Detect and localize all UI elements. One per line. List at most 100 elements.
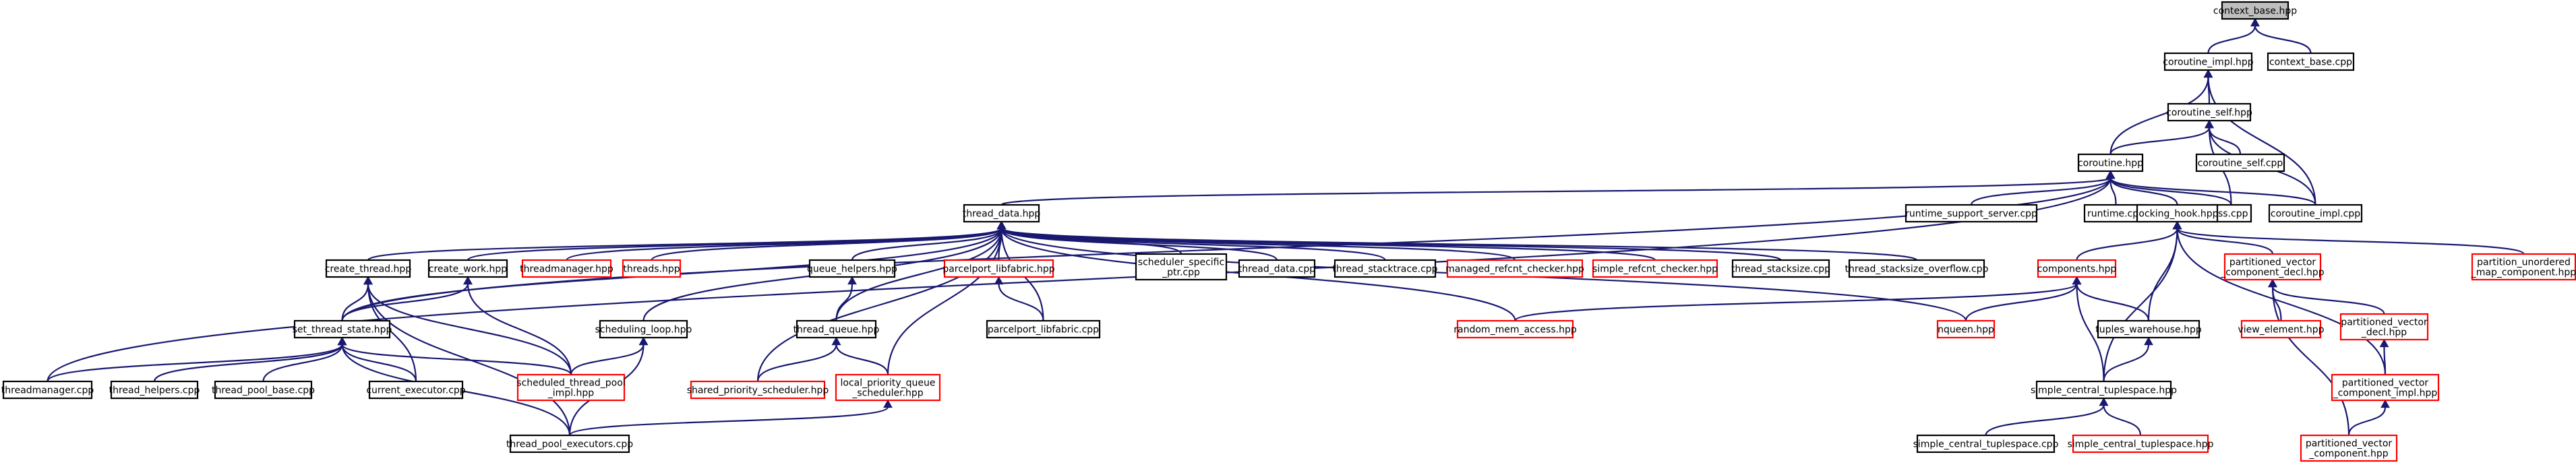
node-label: random_mem_access.hpp xyxy=(1454,325,1577,336)
node-label: thread_data.hpp xyxy=(963,209,1041,220)
node-label: create_thread.hpp xyxy=(325,264,412,275)
node-label: thread_stacksize_overflow.cpp xyxy=(1845,264,1989,275)
node-label: scheduler_specific xyxy=(1138,257,1224,268)
node-label: _map_component.hpp xyxy=(2471,268,2576,278)
edges-layer xyxy=(47,18,2525,437)
node-label: nqueen.hpp xyxy=(1938,325,1994,336)
node-partitioned-vector-component-decl-hpp[interactable]: partitioned_vector_component_decl.hpp xyxy=(2220,253,2325,281)
node-tuples-warehouse-hpp[interactable]: tuples_warehouse.hpp xyxy=(2095,319,2202,339)
node-coroutine-impl-hpp[interactable]: coroutine_impl.hpp xyxy=(2163,52,2254,71)
node-thread-stacktrace-cpp[interactable]: thread_stacktrace.cpp xyxy=(1332,259,1438,278)
node-simple-central-tuplespace2-hpp[interactable]: simple_central_tuplespace.hpp xyxy=(2067,434,2214,454)
node-label: context_base.hpp xyxy=(2213,6,2297,17)
node-coroutine-hpp[interactable]: coroutine.hpp xyxy=(2077,153,2143,173)
edge-partitioned_vector_component_decl_hpp-to-partitioned_vector_component_hpp xyxy=(2268,278,2350,436)
node-simple-refcnt-checker-hpp[interactable]: simple_refcnt_checker.hpp xyxy=(1592,259,1718,278)
node-scheduling-loop-hpp[interactable]: scheduling_loop.hpp xyxy=(595,319,692,339)
node-current-executor-cpp[interactable]: current_executor.cpp xyxy=(366,380,466,400)
node-thread-data-hpp[interactable]: thread_data.hpp xyxy=(963,204,1041,223)
edge-components_hpp-to-tuples_warehouse_hpp xyxy=(2072,276,2150,321)
edge-coroutine_hpp-to-thread_data_hpp xyxy=(1000,170,2116,206)
node-thread-stacksize-overflow-cpp[interactable]: thread_stacksize_overflow.cpp xyxy=(1845,259,1989,278)
node-random-mem-access-hpp[interactable]: random_mem_access.hpp xyxy=(1454,319,1577,339)
node-coroutine-impl-cpp[interactable]: coroutine_impl.cpp xyxy=(2268,204,2363,223)
node-view-element-hpp[interactable]: view_element.hpp xyxy=(2238,319,2325,339)
node-label: threadmanager.hpp xyxy=(520,264,613,275)
node-thread-data-cpp[interactable]: thread_data.cpp xyxy=(1238,259,1315,278)
node-partitioned-vector-component-impl-hpp[interactable]: partitioned_vector_component_impl.hpp xyxy=(2331,373,2440,402)
node-label: _component_impl.hpp xyxy=(2333,388,2438,399)
node-label: _component_decl.hpp xyxy=(2220,268,2324,278)
node-label: partition_unordered xyxy=(2477,257,2571,268)
node-thread-pool-base-cpp[interactable]: thread_pool_base.cpp xyxy=(212,380,315,400)
node-label: components.hpp xyxy=(2037,264,2117,275)
node-label: partitioned_vector xyxy=(2306,439,2393,449)
node-context-base-cpp[interactable]: context_base.cpp xyxy=(2267,52,2355,71)
edge-components_hpp-to-simple_central_tuplespace_hpp xyxy=(2072,276,2105,382)
node-label: shared_priority_scheduler.hpp xyxy=(687,385,829,396)
node-label: coroutine_self.hpp xyxy=(2166,108,2252,119)
node-label: partitioned_vector xyxy=(2342,378,2429,389)
node-label: tss.cpp xyxy=(2215,209,2248,220)
node-label: tuples_warehouse.hpp xyxy=(2095,325,2202,336)
edge-locking_hook_hpp-to-partition_unordered_map_component_hpp xyxy=(2172,220,2525,255)
node-parcelport-libfabric-cpp[interactable]: parcelport_libfabric.cpp xyxy=(986,319,1101,339)
node-set-thread-state-hpp[interactable]: set_thread_state.hpp xyxy=(293,319,392,339)
node-thread-helpers-cpp[interactable]: thread_helpers.cpp xyxy=(109,380,200,400)
node-simple-central-tuplespace-cpp[interactable]: simple_central_tuplespace.cpp xyxy=(1913,434,2059,454)
node-managed-refcnt-checker-hpp[interactable]: managed_refcnt_checker.hpp xyxy=(1445,259,1584,278)
node-partitioned-vector-decl-hpp[interactable]: partitioned_vector_decl.hpp xyxy=(2339,313,2429,341)
node-simple-central-tuplespace-hpp[interactable]: simple_central_tuplespace.hpp xyxy=(2031,380,2177,400)
node-coroutine-self-cpp[interactable]: coroutine_self.cpp xyxy=(2195,153,2285,173)
edge-create_work_hpp-to-scheduled_thread_pool_impl_hpp xyxy=(463,276,572,375)
node-thread-pool-executors-cpp[interactable]: thread_pool_executors.cpp xyxy=(506,434,633,454)
edge-coroutine_impl_hpp-to-coroutine_impl_cpp xyxy=(2203,69,2316,206)
node-label: create_work.hpp xyxy=(429,264,508,275)
node-label: coroutine_impl.cpp xyxy=(2271,209,2360,220)
node-context-base-hpp[interactable]: context_base.hpp xyxy=(2213,1,2297,20)
node-label: coroutine.hpp xyxy=(2078,158,2143,169)
node-label: simple_central_tuplespace.hpp xyxy=(2031,385,2177,396)
node-label: coroutine_self.cpp xyxy=(2198,158,2283,169)
node-queue-helpers-hpp[interactable]: queue_helpers.hpp xyxy=(807,259,897,278)
node-scheduled-thread-pool-impl-hpp[interactable]: scheduled_thread_pool_impl.hpp xyxy=(516,373,626,402)
node-label: runtime.cpp xyxy=(2087,209,2145,220)
node-threadmanager-cpp[interactable]: threadmanager.cpp xyxy=(1,380,94,400)
node-locking-hook-hpp[interactable]: locking_hook.hpp xyxy=(2136,204,2219,223)
edge-coroutine_hpp-to-runtime_support_server_cpp xyxy=(1970,170,2116,206)
node-scheduler-specific-ptr-cpp[interactable]: scheduler_specific_ptr.cpp xyxy=(1135,253,1228,281)
node-local-priority-queue-scheduler-hpp[interactable]: local_priority_queue_scheduler.hpp xyxy=(835,373,941,402)
node-partitioned-vector-component-hpp[interactable]: partitioned_vector_component.hpp xyxy=(2300,434,2398,462)
node-parcelport-libfabric-hpp[interactable]: parcelport_libfabric.hpp xyxy=(942,259,1055,278)
node-label: threadmanager.cpp xyxy=(1,385,94,396)
node-nqueen-hpp[interactable]: nqueen.hpp xyxy=(1936,319,1996,339)
node-thread-stacksize-cpp[interactable]: thread_stacksize.cpp xyxy=(1731,259,1830,278)
node-label: _component.hpp xyxy=(2308,449,2388,460)
edge-thread_data_hpp-to-threadmanager_hpp xyxy=(566,220,1007,261)
node-create-work-hpp[interactable]: create_work.hpp xyxy=(427,259,508,278)
edge-partitioned_vector_decl_hpp-to-partitioned_vector_component_impl_hpp xyxy=(2379,338,2389,375)
edge-context_base_hpp-to-coroutine_impl_hpp xyxy=(2207,18,2260,54)
node-partition-unordered-map-component-hpp[interactable]: partition_unordered_map_component.hpp xyxy=(2471,253,2576,281)
node-label: thread_helpers.cpp xyxy=(109,385,200,396)
edge-partitioned_vector_component_impl_hpp-to-partitioned_vector_component_hpp xyxy=(2347,399,2390,436)
node-label: thread_pool_base.cpp xyxy=(212,385,315,396)
node-coroutine-self-hpp[interactable]: coroutine_self.hpp xyxy=(2166,102,2252,122)
node-label: simple_central_tuplespace.cpp xyxy=(1913,439,2059,450)
node-label: view_element.hpp xyxy=(2238,325,2324,336)
node-thread-queue-hpp[interactable]: thread_queue.hpp xyxy=(793,319,880,339)
node-label: current_executor.cpp xyxy=(366,385,465,396)
node-label: _ptr.cpp xyxy=(1162,268,1200,278)
edge-queue_helpers_hpp-to-thread_queue_hpp xyxy=(835,276,857,321)
node-components-hpp[interactable]: components.hpp xyxy=(2037,259,2117,278)
node-label: set_thread_state.hpp xyxy=(293,325,392,336)
edge-components_hpp-to-random_mem_access_hpp xyxy=(1514,276,2082,322)
node-threadmanager-hpp[interactable]: threadmanager.hpp xyxy=(520,259,613,278)
node-create-thread-hpp[interactable]: create_thread.hpp xyxy=(325,259,412,278)
node-runtime-support-server-cpp[interactable]: runtime_support_server.cpp xyxy=(1905,204,2038,223)
node-shared-priority-scheduler-hpp[interactable]: shared_priority_scheduler.hpp xyxy=(687,380,829,400)
node-label: thread_data.cpp xyxy=(1238,264,1315,275)
edge-partitioned_vector_component_decl_hpp-to-partitioned_vector_decl_hpp xyxy=(2268,278,2385,315)
node-threads-hpp[interactable]: threads.hpp xyxy=(622,259,682,278)
